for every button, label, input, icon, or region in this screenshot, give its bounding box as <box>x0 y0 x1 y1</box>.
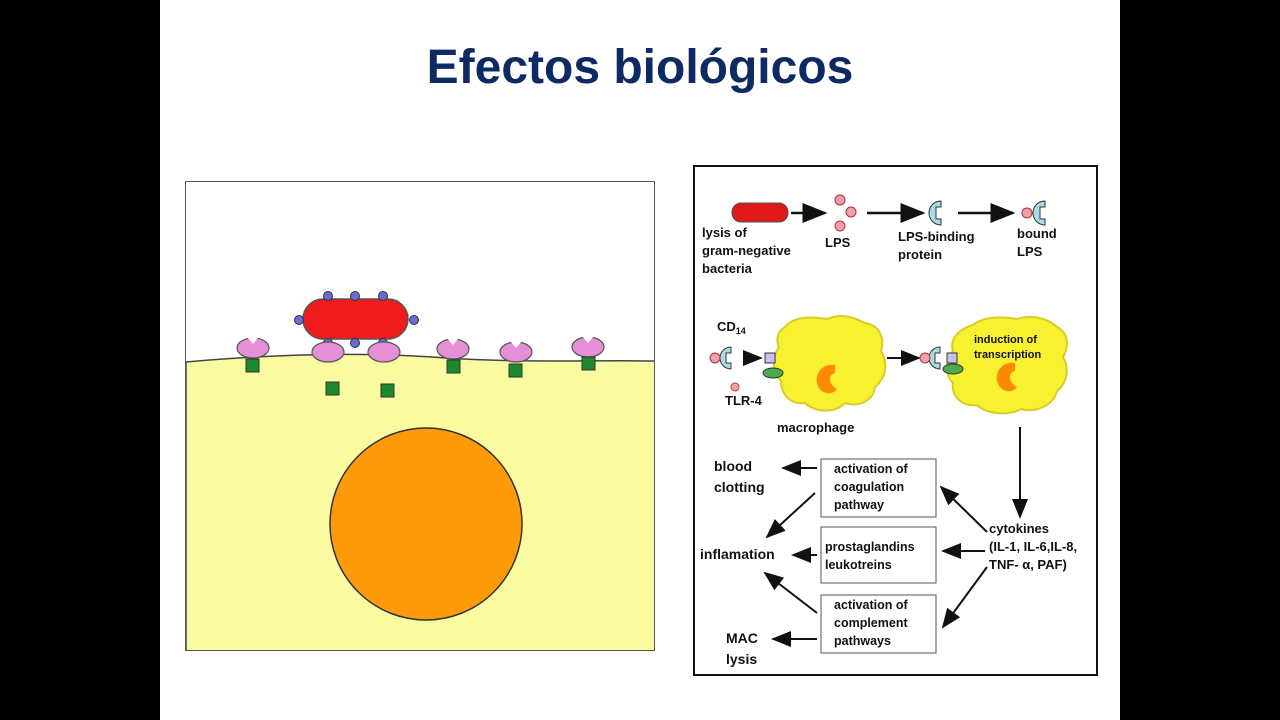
pathway-svg: lysis of gram-negative bacteria LPS LPS-… <box>700 194 1081 667</box>
lbp-label: LPS-binding protein <box>898 229 978 262</box>
lps-pathway-diagram: lysis of gram-negative bacteria LPS LPS-… <box>693 165 1098 676</box>
bound-lps-dot <box>1021 207 1033 219</box>
activated-square <box>946 352 958 364</box>
lps-label: LPS <box>825 235 851 250</box>
tlr4-dot <box>730 382 740 392</box>
lps-molecules <box>294 291 419 348</box>
mac-lysis-label: MAC lysis <box>726 630 762 667</box>
blood-clotting-label: blood clotting <box>714 458 765 495</box>
arrow-coag-inflam <box>765 492 816 539</box>
cytokines-label: cytokines (IL-1, IL-6,IL-8, TNF- α, PAF) <box>989 521 1081 572</box>
receptor-notches <box>247 336 594 348</box>
cell-illustration <box>185 181 655 651</box>
activated-tlr4 <box>942 363 964 375</box>
nucleus <box>329 427 523 621</box>
macrophage-cell <box>773 315 887 412</box>
bacterium <box>302 298 409 340</box>
activated-lps-dot <box>919 352 931 364</box>
activated-receptor-icon <box>928 346 941 370</box>
lbp-icon <box>928 200 942 226</box>
coagulation-box <box>820 458 937 518</box>
bound-lps-label: bound LPS <box>1017 226 1060 259</box>
macrophage-nucleus <box>816 364 837 394</box>
signal-molecules <box>245 356 596 398</box>
cd14-square <box>764 352 776 364</box>
tlr4-label: TLR-4 <box>725 393 763 408</box>
tlr4-receptor <box>762 367 784 379</box>
complement-box <box>820 594 937 654</box>
induction-label: induction of transcription <box>974 334 1042 361</box>
arrow-to-coag <box>939 485 988 533</box>
cd14-label: CD14 <box>717 319 746 336</box>
prostaglandins-box <box>820 526 937 584</box>
complement-box-text: activation of complement pathways <box>834 598 911 648</box>
slide-title: Efectos biológicos <box>426 41 854 94</box>
prostaglandins-box-text: prostaglandins leukotreins <box>825 540 918 572</box>
arrow-compl-inflam <box>763 571 818 614</box>
cd14-receptor-icon <box>719 346 732 370</box>
inflamation-label: inflamation <box>700 546 775 562</box>
macrophage-label: macrophage <box>777 420 854 435</box>
lps-icon <box>834 194 857 232</box>
bacteria-icon <box>731 202 789 223</box>
lysis-label: lysis of gram-negative bacteria <box>702 225 795 276</box>
cell-diagram <box>186 291 654 650</box>
activated-nucleus <box>996 362 1017 392</box>
bound-lps-icon <box>1032 200 1046 226</box>
coagulation-box-text: activation of coagulation pathway <box>834 462 911 512</box>
cd14-lps-dot <box>709 352 721 364</box>
arrow-to-compl <box>941 566 988 629</box>
